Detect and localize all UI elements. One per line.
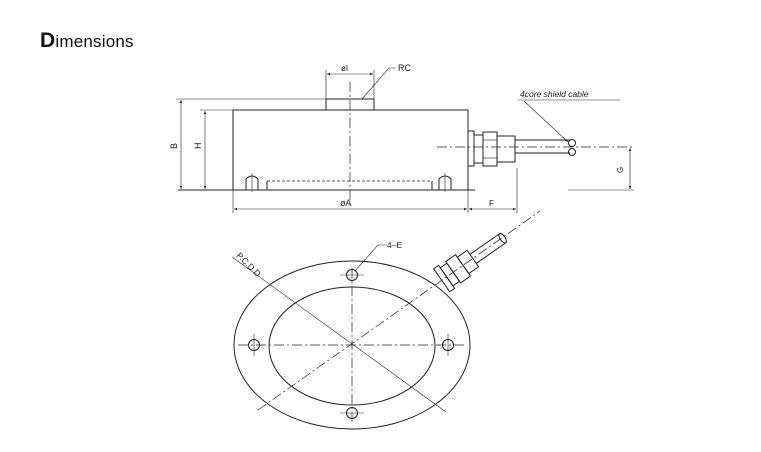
page-title: Dimensions — [40, 29, 134, 53]
dim-b-label: B — [169, 143, 179, 149]
dim-f-label: F — [489, 199, 494, 208]
foot-bolt-left — [245, 173, 259, 192]
dim-pin-label: øI — [341, 64, 348, 73]
cable-label: 4core shield cable — [520, 89, 589, 99]
title-rest: imensions — [55, 32, 134, 51]
pcd-label: P.C.D D — [235, 250, 263, 278]
mount-holes — [248, 269, 454, 419]
outer-flange — [233, 260, 471, 430]
dim-a-label: øA — [340, 198, 352, 208]
dim-g-label: G — [616, 167, 625, 173]
top-view: 4–E P.C.D D — [231, 210, 541, 430]
rc-label: RC — [398, 63, 411, 73]
body-outline — [232, 109, 469, 191]
title-initial: D — [40, 29, 56, 52]
dim-h-label: H — [193, 143, 203, 150]
side-view: B H øI RC øA F G 4core shield cable — [169, 63, 634, 213]
holes-label: 4–E — [387, 240, 402, 250]
cable-gland — [467, 130, 576, 167]
foot-bolt-right — [438, 173, 452, 192]
cable-gland-top — [432, 233, 507, 293]
